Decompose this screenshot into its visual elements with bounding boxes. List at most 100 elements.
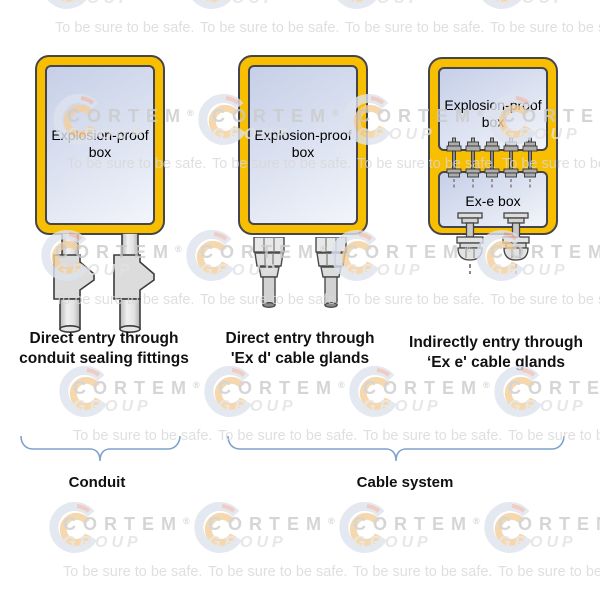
watermark-tile: CORTEM®GROUP To be sure to be safe.	[194, 501, 358, 580]
watermark-brand: CORTEM®	[363, 378, 490, 398]
watermark-brand: CORTEM®	[63, 514, 190, 534]
registered-trademark-icon: ®	[328, 516, 335, 526]
watermark-tagline: To be sure to be safe.	[208, 564, 348, 580]
cortem-swoosh	[347, 365, 403, 427]
bulkhead-gland	[446, 137, 462, 188]
box-label: Explosion-proof box	[51, 127, 149, 160]
watermark-tile: CORTEM®GROUP To be sure to be safe.	[339, 501, 503, 580]
bulkhead-glands-illustration	[446, 137, 538, 188]
cortem-swoosh-icon	[49, 501, 97, 553]
watermark-brand: CORTEM®	[353, 514, 480, 534]
conduit-fitting	[53, 233, 95, 334]
ex-d-cable-gland	[315, 237, 347, 308]
watermark-tagline: To be sure to be safe.	[345, 292, 485, 308]
cortem-swoosh	[202, 365, 258, 427]
cortem-swoosh-icon	[339, 501, 387, 553]
watermark-brand-sub: GROUP	[63, 534, 142, 551]
registered-trademark-icon: ®	[338, 380, 345, 390]
watermark-brand: CORTEM®	[73, 378, 200, 398]
box-label: Ex-e box	[465, 193, 521, 209]
caption-line: Direct entry through	[225, 330, 375, 347]
watermark-brand-sub: GROUP	[490, 0, 600, 8]
cortem-swoosh	[192, 501, 248, 563]
cortem-swoosh-icon	[337, 0, 376, 9]
watermark-brand-sub: GROUP	[498, 534, 577, 551]
registered-trademark-icon: ®	[175, 244, 182, 254]
bulkhead-gland	[503, 137, 519, 188]
bulkhead-gland	[484, 137, 500, 188]
registered-trademark-icon: ®	[193, 380, 200, 390]
cortem-swoosh-icon	[494, 365, 542, 417]
cortem-swoosh	[57, 365, 113, 427]
watermark-tagline: To be sure to be safe.	[490, 292, 600, 308]
cortem-swoosh-icon	[204, 365, 252, 417]
watermark-brand-sub: GROUP	[208, 534, 287, 551]
cortem-swoosh-icon	[349, 365, 397, 417]
watermark-brand-sub: GROUP	[345, 0, 495, 8]
registered-trademark-icon: ®	[473, 516, 480, 526]
caption-line: 'Ex d' cable glands	[230, 349, 370, 367]
watermark-tagline: To be sure to be safe.	[55, 20, 195, 36]
watermark-brand-sub: GROUP	[200, 0, 350, 8]
registered-trademark-icon: ®	[187, 108, 194, 118]
ex-e-cable-gland	[456, 212, 484, 274]
watermark-brand-sub: GROUP	[55, 0, 205, 8]
watermark-brand-sub: GROUP	[73, 398, 152, 415]
cortem-swoosh	[39, 0, 95, 19]
group-label-cable-system: Cable system	[356, 474, 454, 491]
group-label-conduit: Conduit	[68, 474, 126, 491]
caption-ex-d-glands: Direct entry through 'Ex d' cable glands	[198, 329, 402, 368]
cortem-swoosh-icon	[484, 501, 532, 553]
watermark-brand: CORTEM®	[208, 514, 335, 534]
caption-line: Indirectly entry through	[409, 334, 583, 351]
conduit-brace	[20, 435, 181, 462]
caption-conduit-sealing: Direct entry through conduit sealing fit…	[2, 329, 206, 368]
bulkhead-gland	[465, 137, 481, 188]
box-window-bottom: Ex-e box	[438, 171, 548, 228]
watermark-tile: CORTEM®GROUP To be sure to be safe.	[49, 501, 213, 580]
watermark-brand: CORTEM®	[218, 378, 345, 398]
cortem-swoosh-icon	[192, 0, 231, 9]
cortem-swoosh	[184, 229, 240, 291]
cortem-swoosh-icon	[59, 365, 107, 417]
watermark-tagline: To be sure to be safe.	[200, 20, 340, 36]
cortem-swoosh	[474, 0, 530, 19]
cortem-swoosh	[184, 0, 240, 19]
ex-d-cable-gland	[253, 237, 285, 308]
cable-system-brace	[227, 435, 565, 462]
watermark-brand-sub: GROUP	[363, 398, 442, 415]
cortem-swoosh-icon	[482, 0, 521, 9]
caption-ex-e-glands: Indirectly entry through ‘Ex e' cable gl…	[392, 333, 600, 372]
watermark-tagline: To be sure to be safe.	[353, 564, 493, 580]
box-window: Explosion-proof box	[45, 65, 155, 225]
ex-e-cable-gland	[502, 212, 530, 274]
watermark-brand-sub: GROUP	[508, 398, 587, 415]
cortem-swoosh	[47, 501, 103, 563]
conduit-fitting	[113, 233, 155, 334]
cortem-swoosh-icon	[186, 229, 234, 281]
registered-trademark-icon: ®	[183, 516, 190, 526]
box-window: Explosion-proof box	[248, 65, 358, 225]
cortem-swoosh	[492, 365, 548, 427]
watermark-brand-sub: GROUP	[353, 534, 432, 551]
explosion-proof-box-2: Explosion-proof box	[238, 55, 368, 235]
conduit-fittings-illustration	[53, 233, 155, 334]
caption-line: ‘Ex e' cable glands	[426, 353, 566, 371]
box-label: Explosion-proof box	[254, 127, 352, 160]
caption-line: conduit sealing fittings	[19, 349, 189, 367]
watermark-tagline: To be sure to be safe.	[63, 564, 203, 580]
registered-trademark-icon: ®	[483, 380, 490, 390]
caption-line: Direct entry through	[29, 330, 179, 347]
ex-d-glands-illustration	[253, 237, 347, 308]
watermark-tagline: To be sure to be safe.	[490, 20, 600, 36]
watermark-brand: CORTEM®	[498, 514, 600, 534]
watermark-brand-sub: GROUP	[218, 398, 297, 415]
watermark-tagline: To be sure to be safe.	[345, 20, 485, 36]
cortem-swoosh-icon	[47, 0, 86, 9]
cortem-swoosh-icon	[194, 501, 242, 553]
